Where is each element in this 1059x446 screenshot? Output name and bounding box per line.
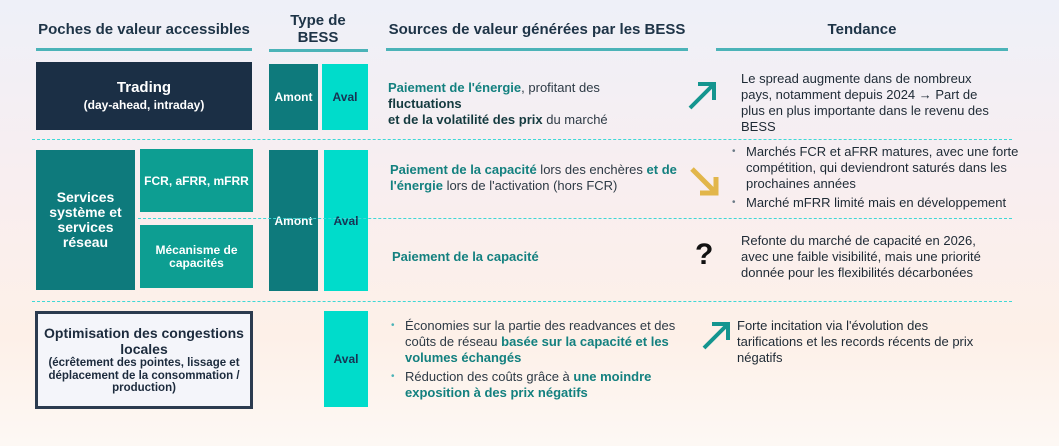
services-trend-2: Refonte du marché de capacité en 2026, a…: [741, 233, 981, 280]
header-poches: Poches de valeur accessibles: [38, 20, 250, 38]
services-source2-bold: Paiement de la capacité: [392, 249, 539, 264]
trading-subtitle: (day-ahead, intraday): [83, 98, 205, 112]
services-source-2: Paiement de la capacité: [392, 249, 672, 265]
services-source1-text1: lors des enchères: [536, 162, 647, 177]
services-trend-1: Marchés FCR et aFRR matures, avec une fo…: [730, 144, 1040, 214]
trading-title: Trading: [116, 79, 172, 96]
optimisation-source-bullet: Économies sur la partie des readvances e…: [389, 318, 694, 366]
optimisation-sources: Économies sur la partie des readvances e…: [389, 318, 694, 404]
question-mark-icon: ?: [695, 238, 714, 271]
optimisation-source2-bold: une moindre exposition à des prix négati…: [405, 369, 652, 400]
divider-1: [32, 139, 1012, 140]
services-source-1: Paiement de la capacité lors des enchère…: [390, 162, 682, 194]
header-line-tendance: [716, 48, 1008, 51]
header-sources: Sources de valeur générées par les BESS: [388, 20, 686, 38]
services-trend-bullet: Marché mFRR limité mais en développement: [730, 195, 1040, 211]
optimisation-trend: Forte incitation via l'évolution des tar…: [737, 318, 974, 365]
services-source1-bold1: Paiement de la capacité: [390, 162, 537, 177]
trading-box: Trading (day-ahead, intraday): [36, 62, 252, 130]
header-line-type: [269, 49, 368, 52]
header-tendance: Tendance: [827, 20, 897, 38]
optimisation-box: Optimisation des congestions locales (éc…: [35, 311, 253, 409]
arrow-down-right-icon: [688, 165, 722, 199]
services-amont-badge: Amont: [269, 150, 318, 291]
arrow-up-right-icon: [686, 78, 720, 112]
trading-source-text1: , profitant des: [521, 80, 600, 95]
header-line-poches: [36, 48, 252, 51]
services-trend-bullet: Marchés FCR et aFRR matures, avec une fo…: [730, 144, 1040, 192]
optimisation-source1-text: Économies sur la partie des readvances e…: [405, 318, 676, 349]
mecanisme-capacites-box: Mécanisme de capacités: [140, 225, 253, 288]
divider-2: [32, 301, 1012, 302]
optimisation-source2-text: Réduction des coûts grâce à: [405, 369, 574, 384]
trading-source-bold1: Paiement de l'énergie: [388, 80, 522, 95]
trading-trend: Le spread augmente dans de nombreux pays…: [741, 71, 989, 134]
optimisation-aval-badge: Aval: [324, 311, 368, 407]
services-box: Services système et services réseau: [36, 150, 135, 290]
fcr-afrr-mfrr-box: FCR, aFRR, mFRR: [140, 149, 253, 212]
services-aval-badge: Aval: [324, 150, 368, 291]
services-source1-bold2: et de l'énergie: [390, 162, 677, 193]
services-source1-text2: lors de l'activation (hors FCR): [442, 178, 618, 193]
trading-source-bold3: et de la volatilité des prix: [388, 112, 543, 127]
trading-amont-badge: Amont: [269, 64, 318, 130]
optimisation-subtitle: (écrêtement des pointes, lissage et dépl…: [48, 357, 240, 395]
trading-source-text2: du marché: [542, 112, 608, 127]
trading-aval-badge: Aval: [322, 64, 368, 130]
optimisation-source-bullet: Réduction des coûts grâce à une moindre …: [389, 369, 694, 401]
trading-source-bold2: fluctuations: [388, 96, 462, 111]
arrow-up-right-icon: [700, 318, 734, 352]
header-type: Type de BESS: [290, 12, 346, 46]
trading-source: Paiement de l'énergie, profitant des flu…: [388, 80, 678, 128]
optimisation-title: Optimisation des congestions locales: [44, 325, 244, 358]
divider-services-inner: [138, 218, 1012, 219]
header-line-sources: [386, 48, 688, 51]
optimisation-source1-bold: basée sur la capacité et les volumes éch…: [405, 334, 669, 365]
